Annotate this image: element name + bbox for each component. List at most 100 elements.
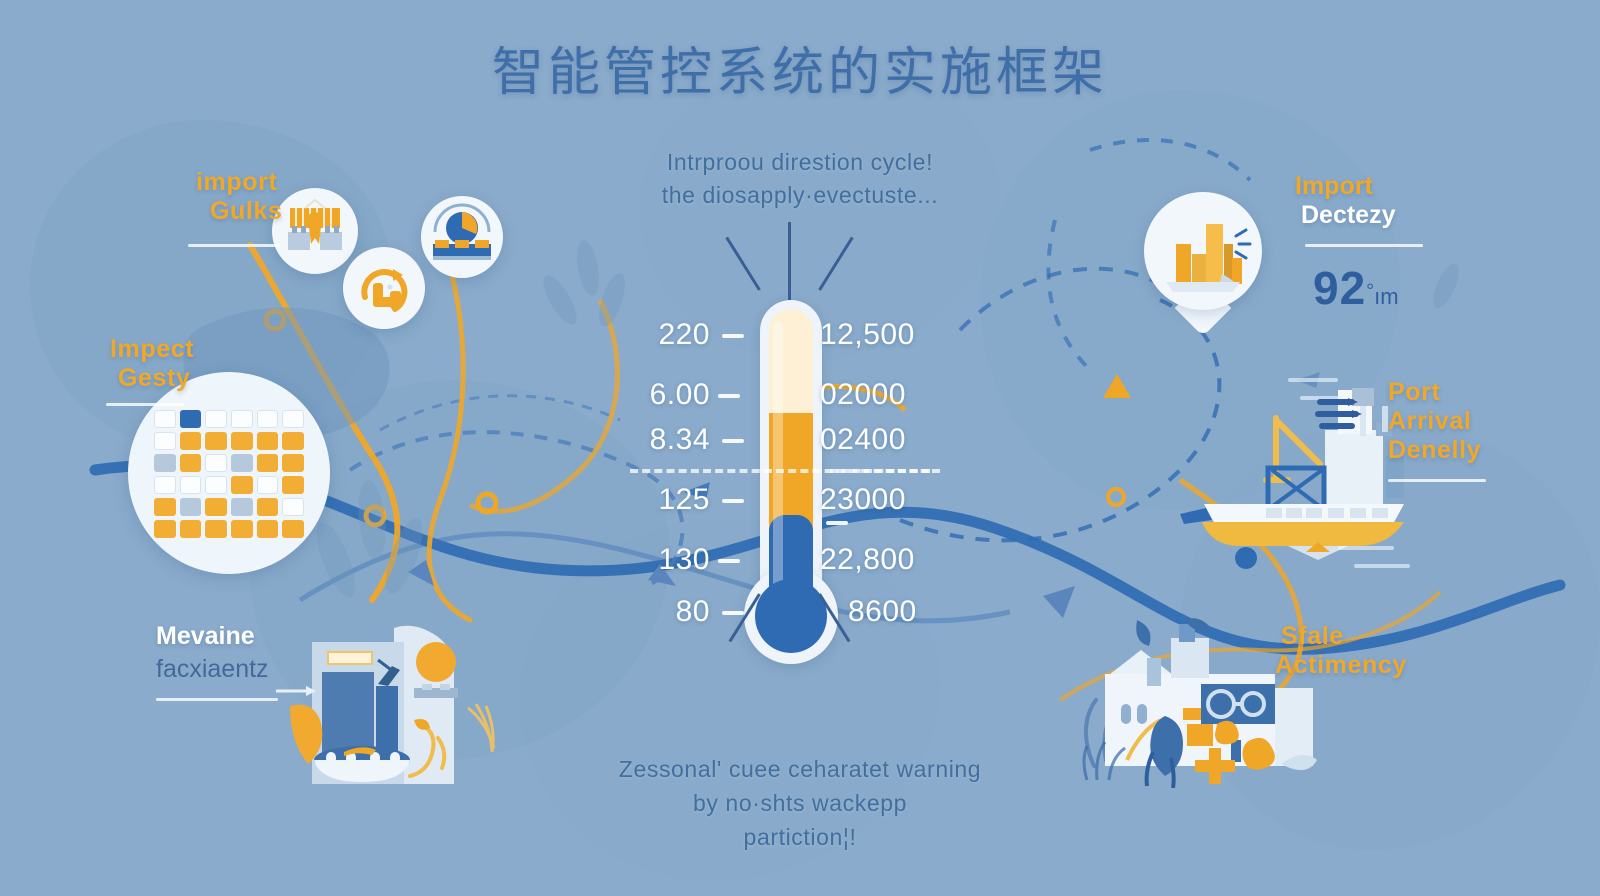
label-line: Sfale [1281,622,1344,650]
grid-cell [282,410,304,428]
scale-row: 23000 [820,483,1120,525]
grid-cell [179,454,202,472]
scale-row: 8600 [848,595,1148,631]
arrow-right-icon [276,686,316,696]
scale-row: 220 [410,318,744,354]
thermometer-body [742,300,838,678]
scale-left-value: 6.00 [649,378,710,411]
scale-row: 02400 [820,423,1120,459]
grid-cell [282,432,304,450]
label-line: Dectezy [1301,201,1396,229]
label-line: Mevaine [156,622,255,650]
scale-tick [826,521,848,525]
port-structure-icon [1082,618,1317,788]
scale-row: 125 [410,483,744,519]
scale-tick [722,439,744,443]
label-rule [1305,244,1423,247]
grid-cell [230,410,253,428]
dashed-divider-right [830,469,940,473]
grid-cell [256,520,279,538]
grid-cell [282,498,304,516]
scale-left-value: 8.34 [649,423,710,456]
scale-tick [718,559,740,563]
page-title: 智能管控系统的实施框架 [491,44,1108,102]
grid-cell [154,520,176,538]
scale-row: 8.34 [410,423,744,459]
pie-chart-container-icon [421,196,503,278]
scale-tick [718,394,740,398]
caption-line-2: by no·shts wackepp [692,790,908,816]
grid-cell [154,476,176,494]
scale-right-value: 02000 [820,378,906,411]
lede-line-1: Intrproou direstion cycle! [666,149,934,175]
grid-cell [179,432,202,450]
thermometer-gauge-icon [725,222,854,678]
thermometer-tube [769,309,813,619]
label-bottom-right: Sfale Actimency [1275,622,1407,680]
scale-right-value: 22,800 [820,543,915,576]
scale-right-value: 23000 [820,483,906,516]
scale-left-value: 80 [675,595,710,628]
label-line: Actimency [1275,651,1407,679]
label-line: import [196,168,278,196]
thermometer-stem [788,222,791,308]
label-mid-right: Port Arrival Denelly [1388,378,1486,482]
background-blob [520,520,940,880]
grid-cell [282,520,304,538]
scale-left-value: 130 [658,543,710,576]
grid-cell [230,476,253,494]
grid-cell [154,454,176,472]
grid-cell [154,410,176,428]
scale-left-value: 125 [658,483,710,516]
label-mid-left: Impect Gesty [106,335,195,406]
scale-row: 6.00 [410,378,740,414]
facility-building-icon [290,625,496,784]
label-bottom-left: Mevaine facxiaentz [156,622,316,701]
scale-tick [722,334,744,338]
grid-cell [230,432,253,450]
label-line: Port [1388,378,1441,406]
thermometer-bulb [755,579,827,653]
grid-cell [205,432,227,450]
background-blob [640,60,1000,360]
scale-right-value: 8600 [848,595,917,628]
scale-left-value: 220 [658,318,710,351]
grid-cell [256,498,279,516]
grid-cell [179,498,202,516]
map-pin-barchart-ship-icon [1144,192,1262,342]
scale-right-value: 02400 [820,423,906,456]
grid-cell [256,432,279,450]
factory-award-icon [272,188,358,274]
grid-cell [282,476,304,494]
grid-cell [256,476,279,494]
label-rule [1388,479,1486,482]
scale-row: 80 [410,595,744,631]
pin-circle [1144,192,1262,310]
grid-cell [230,498,253,516]
grid-cell [179,476,202,494]
scale-right-value: 12,500 [820,318,915,351]
caption-line-1: Zessonal' cuee ceharatet warning [618,756,982,782]
metric-unit-degree: ° [1366,280,1375,303]
grid-cell [256,454,279,472]
label-line: Import [1295,172,1373,200]
caption-text: Zessonal' cuee ceharatet warning by no·s… [520,752,1080,854]
scale-row: 22,800 [820,543,1120,579]
label-line: Gulks [210,197,283,225]
metric-value: 92 [1313,262,1367,314]
label-line: Impect [110,335,195,363]
scale-row: 12,500 [820,318,1120,354]
grid-matrix [154,410,304,538]
grid-cell [179,520,202,538]
metric-value-group: 92°ım [1313,261,1423,315]
dashed-divider-left [630,469,930,473]
label-top-right: Import Dectezy 92°ım [1295,172,1423,315]
label-line: Denelly [1388,436,1482,464]
metric-unit-text: ım [1374,284,1399,309]
grid-cell [205,454,227,472]
scale-row: 02000 [820,378,1120,414]
grid-cell [205,410,227,428]
grid-cell [230,454,253,472]
lede-text: Intrproou direstion cycle! the diosapply… [520,146,1080,212]
